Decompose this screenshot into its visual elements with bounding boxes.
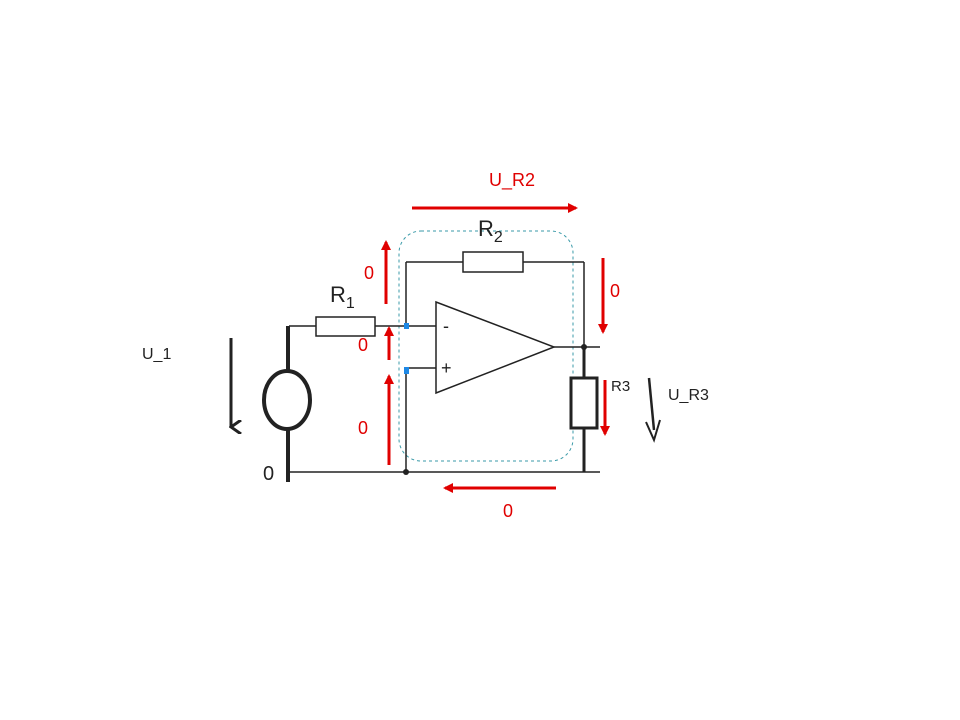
opamp-triangle xyxy=(435,300,557,395)
v-in-top-label: 0 xyxy=(364,263,374,283)
opamp-boundary xyxy=(398,230,574,462)
ground-label: 0 xyxy=(263,463,274,485)
node-plus-input xyxy=(404,367,409,374)
resistor-r2 xyxy=(462,251,524,273)
v-plus-label: 0 xyxy=(358,418,368,438)
ur3-label: U_R3 xyxy=(668,387,709,404)
node-output xyxy=(581,344,587,350)
v-out-top-label: 0 xyxy=(610,281,620,301)
v-between-label: 0 xyxy=(358,335,368,355)
voltage-source xyxy=(262,369,312,431)
r1-label: R1 xyxy=(330,282,355,312)
ur2-label: U_R2 xyxy=(489,170,535,191)
resistor-r3 xyxy=(569,376,599,430)
opamp-plus-label: + xyxy=(441,358,452,378)
red-voltage-arrows xyxy=(381,203,610,493)
wires xyxy=(286,261,600,482)
resistor-r1 xyxy=(315,316,376,337)
opamp-minus-label: - xyxy=(443,316,449,336)
node-ground-left xyxy=(286,470,290,474)
node-minus-input xyxy=(404,323,409,329)
ur3-arrowhead xyxy=(645,419,661,443)
r2-label: R2 xyxy=(478,216,503,246)
u1-label: U_1 xyxy=(142,346,171,363)
ur3-arrow xyxy=(647,377,656,431)
node-ground xyxy=(403,469,409,475)
r3-label: R3 xyxy=(611,378,630,395)
v-bottom-label: 0 xyxy=(503,501,513,521)
